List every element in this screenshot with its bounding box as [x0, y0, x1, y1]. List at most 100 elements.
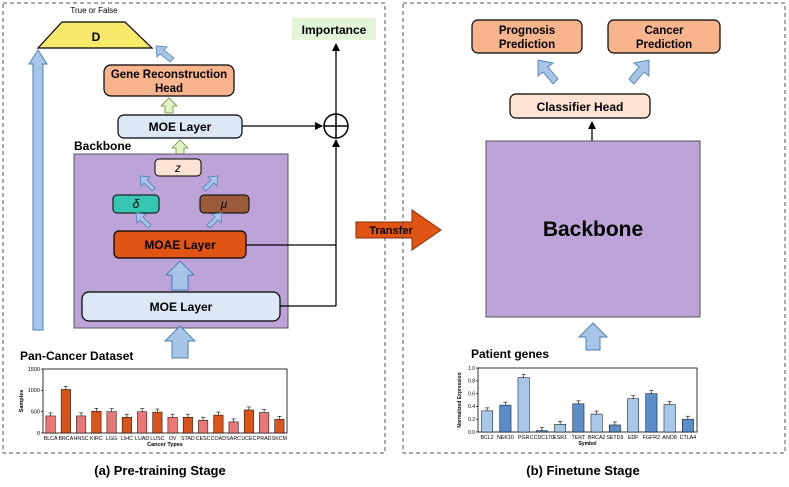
gene-head-line1: Gene Reconstruction [111, 69, 227, 81]
dataset-label: Pan-Cancer Dataset [20, 349, 133, 363]
bar [481, 410, 494, 433]
x-axis-label: Cancer Types [147, 442, 183, 448]
panel-b-frame [402, 2, 786, 454]
arrow-dataset-to-backbone [163, 325, 197, 359]
gene-head-line2: Head [155, 83, 183, 95]
mu-label: μ [220, 197, 228, 211]
x-tick-label: TERT [572, 435, 586, 441]
bar [274, 419, 285, 434]
x-tick-label: BCL2 [481, 435, 494, 441]
x-tick-label: SARC [226, 436, 241, 442]
x-tick-label: CCDC170 [530, 435, 554, 441]
arrow-delta-to-z [139, 175, 156, 192]
x-tick-label: PRAD [257, 436, 272, 442]
patient-genes-label: Patient genes [471, 347, 549, 361]
delta-label: δ [133, 197, 140, 211]
bar [590, 413, 603, 433]
x-tick-label: KIRC [90, 436, 103, 442]
arrow-to-prognosis [537, 59, 559, 85]
bar [627, 398, 640, 433]
cancer-prediction-box [607, 19, 721, 54]
discriminator-top-label: True or False [70, 6, 118, 15]
bar [45, 415, 56, 434]
prognosis-line2: Prediction [499, 39, 555, 51]
arrow-to-discriminator [155, 45, 175, 63]
bar [608, 424, 621, 433]
gene-reconstruction-head [103, 64, 235, 97]
x-tick-label: LUSC [150, 436, 164, 442]
x-tick-label: HNSC [74, 436, 89, 442]
bar [106, 411, 117, 434]
bar [517, 377, 530, 433]
bar [554, 424, 567, 433]
x-tick-label: CESC [196, 436, 211, 442]
arrow-moae-to-delta [135, 212, 152, 229]
bar [198, 419, 209, 434]
arrow-mu-to-z [202, 175, 219, 192]
moae-label: MOAE Layer [144, 238, 216, 252]
caption-b: (b) Finetune Stage [526, 463, 639, 478]
x-tick-label: LUAD [135, 436, 149, 442]
y-tick-label: 500 [31, 409, 40, 415]
y-tick-label: 0.0 [468, 430, 475, 436]
x-tick-label: FGFR2 [643, 435, 660, 441]
prognosis-line1: Prognosis [499, 25, 555, 37]
arrow-to-cancer [628, 59, 650, 85]
bar [167, 416, 178, 434]
y-tick-label: 0.4 [468, 404, 475, 410]
bar [182, 416, 193, 434]
x-tick-label: OV [169, 436, 177, 442]
arrow-to-gene-head [160, 97, 178, 114]
arrow-moae-to-mu [206, 212, 223, 229]
caption-a: (a) Pre-training Stage [94, 463, 225, 478]
arrow-moe-to-moae [164, 260, 196, 291]
bar [243, 409, 254, 434]
x-tick-label: NEK10 [497, 435, 514, 441]
importance-label: Importance [302, 23, 367, 37]
transfer-arrow [355, 209, 442, 251]
x-tick-label: ANO8 [662, 435, 676, 441]
bar [645, 393, 658, 433]
x-tick-label: PGR [518, 435, 530, 441]
bar [60, 389, 71, 434]
y-tick-label: 0.2 [468, 417, 475, 423]
discriminator-shape [36, 21, 154, 49]
x-tick-label: CTLA4 [680, 435, 697, 441]
x-tick-label: SETD9 [606, 435, 623, 441]
chart-plot-frame [477, 367, 698, 433]
bar [663, 404, 676, 433]
moe-bottom-label: MOE Layer [150, 300, 213, 314]
bar [499, 404, 512, 433]
classifier-head [509, 93, 651, 119]
bar [572, 403, 585, 433]
x-tick-label: COAD [211, 436, 226, 442]
cancer-line1: Cancer [645, 25, 685, 37]
y-tick-label: 1500 [28, 367, 40, 373]
bar [137, 411, 148, 434]
arrow-patient-to-backbone [577, 322, 609, 351]
classifier-label: Classifier Head [537, 100, 624, 114]
bar [259, 412, 270, 434]
x-axis-label: Symbol [578, 441, 597, 447]
x-tick-label: BRCA [59, 436, 74, 442]
y-tick-label: 0.8 [468, 379, 475, 385]
prognosis-box [471, 19, 583, 54]
bar [228, 421, 239, 434]
y-axis-label: Samples [19, 390, 25, 413]
x-tick-label: BRCA2 [588, 435, 606, 441]
x-tick-label: LGG [106, 436, 117, 442]
y-tick-label: 1.0 [468, 366, 475, 372]
y-tick-label: 0 [37, 431, 40, 437]
z-box [154, 158, 202, 177]
bar [91, 410, 102, 434]
y-tick-label: 1000 [28, 388, 40, 394]
x-tick-label: STAD [181, 436, 195, 442]
x-tick-label: BLCA [44, 436, 58, 442]
bar [213, 414, 224, 434]
x-tick-label: ESR1 [553, 435, 567, 441]
backbone-label-a: Backbone [74, 139, 132, 153]
backbone-label-b: Backbone [543, 218, 643, 241]
x-tick-label: LIHC [121, 436, 133, 442]
panel-a-frame [2, 2, 386, 454]
